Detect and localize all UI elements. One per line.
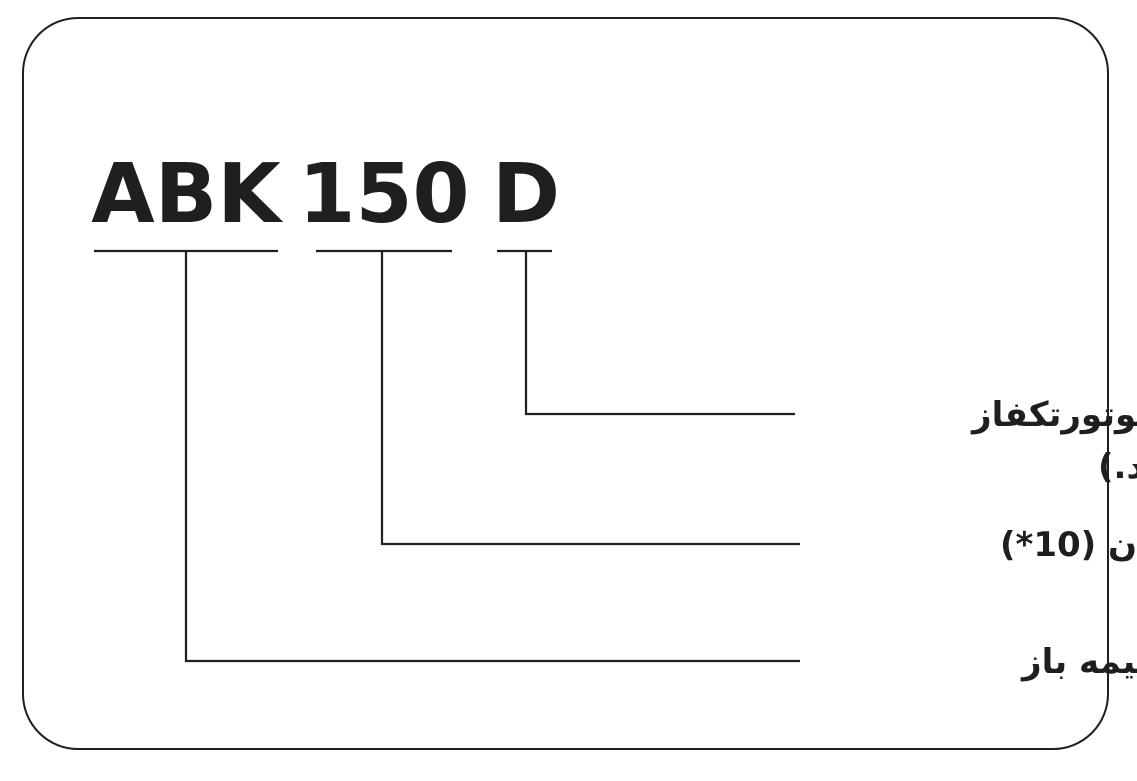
label-motor-note: (در پمپ سه فاز حذف می شود.) <box>1098 447 1137 487</box>
leader-line-d <box>524 251 795 416</box>
label-single-phase-motor: موتورتکفاز <box>970 395 1137 435</box>
leader-line-150 <box>380 251 800 546</box>
leader-line-abk <box>184 251 800 663</box>
code-segment-d: D <box>492 147 560 242</box>
label-semi-open-impeller: پروانه نیمه باز <box>1020 642 1137 682</box>
code-segment-abk: ABK <box>91 147 284 242</box>
label-power: توان (10*) <box>1000 525 1137 565</box>
code-segment-150: 150 <box>298 147 469 242</box>
diagram-frame <box>22 17 1109 750</box>
